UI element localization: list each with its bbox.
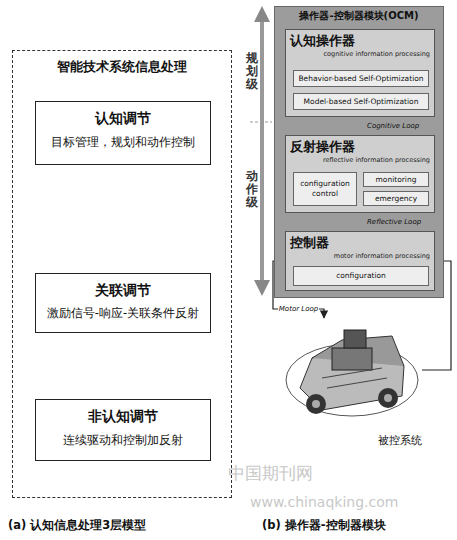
node-body: reflective information processing xyxy=(290,156,430,164)
node-body: 目标管理，规划和动作控制 xyxy=(40,134,206,151)
node-title: Behavior-based Self-Optimization xyxy=(294,71,428,86)
node-title: 控制器 xyxy=(290,234,430,252)
node-title: 反射操作器 xyxy=(290,138,430,156)
vehicle-illustration xyxy=(282,318,422,428)
node-body: 连续驱动和控制加反射 xyxy=(40,432,206,449)
level-label: 动作级 xyxy=(246,170,258,210)
process-box: 控制器motor information processing configura… xyxy=(285,231,435,291)
process-box: 认知操作器cognitive information processingBeh… xyxy=(285,29,435,117)
process-box: Behavior-based Self-Optimization xyxy=(293,70,429,87)
process-box: configuration control xyxy=(293,172,357,206)
node-title: monitoring xyxy=(364,173,428,186)
node-title: emergency xyxy=(364,192,428,205)
node-body: 激励信号-响应-关联条件反射 xyxy=(40,306,206,321)
level-divider xyxy=(250,122,272,123)
loop-label: Motor Loop xyxy=(278,305,319,313)
watermark: www.chinaqking.com xyxy=(250,494,398,510)
node-title: 被控系统 xyxy=(378,433,422,448)
node-title: Model-based Self-Optimization xyxy=(294,94,428,109)
process-box: 关联调节激励信号-响应-关联条件反射 xyxy=(35,273,211,333)
caption: (b) 操作器-控制器模块 xyxy=(262,518,386,533)
caption: (a) 认知信息处理3层模型 xyxy=(8,518,146,533)
process-box: emergency xyxy=(363,191,429,206)
level-arrow xyxy=(260,14,264,288)
node-title: 认知操作器 xyxy=(290,32,430,50)
node-title: 认知调节 xyxy=(40,110,206,128)
group-box: 操作器-控制器模块(OCM) 认知操作器cognitive information… xyxy=(274,6,444,298)
group-box: 智能技术系统信息处理认知调节目标管理，规划和动作控制关联调节激励信号-响应-关联… xyxy=(12,50,232,498)
node-body: motor information processing xyxy=(290,252,430,260)
controlled-system: 被控系统 xyxy=(282,318,422,448)
level-label: 规划级 xyxy=(246,52,258,92)
process-box: monitoring xyxy=(363,172,429,187)
process-box: Model-based Self-Optimization xyxy=(293,93,429,110)
node-title: 关联调节 xyxy=(40,282,206,300)
process-box: 认知调节目标管理，规划和动作控制 xyxy=(35,101,211,165)
loop-label: Cognitive Loop xyxy=(366,122,420,130)
node-title: 智能技术系统信息处理 xyxy=(13,59,231,76)
node-title: configuration xyxy=(294,267,428,285)
process-box: 非认知调节连续驱动和控制加反射 xyxy=(35,399,211,461)
node-title: configuration control xyxy=(294,179,356,199)
watermark: 中国期刊网 xyxy=(228,462,313,485)
process-box: 反射操作器reflective information processing co… xyxy=(285,135,435,213)
process-box: configuration xyxy=(293,266,429,286)
node-title: 非认知调节 xyxy=(40,408,206,426)
loop-label: Reflective Loop xyxy=(366,218,422,226)
node-title: 操作器-控制器模块(OCM) xyxy=(275,9,443,23)
node-body: cognitive information processing xyxy=(290,50,430,58)
